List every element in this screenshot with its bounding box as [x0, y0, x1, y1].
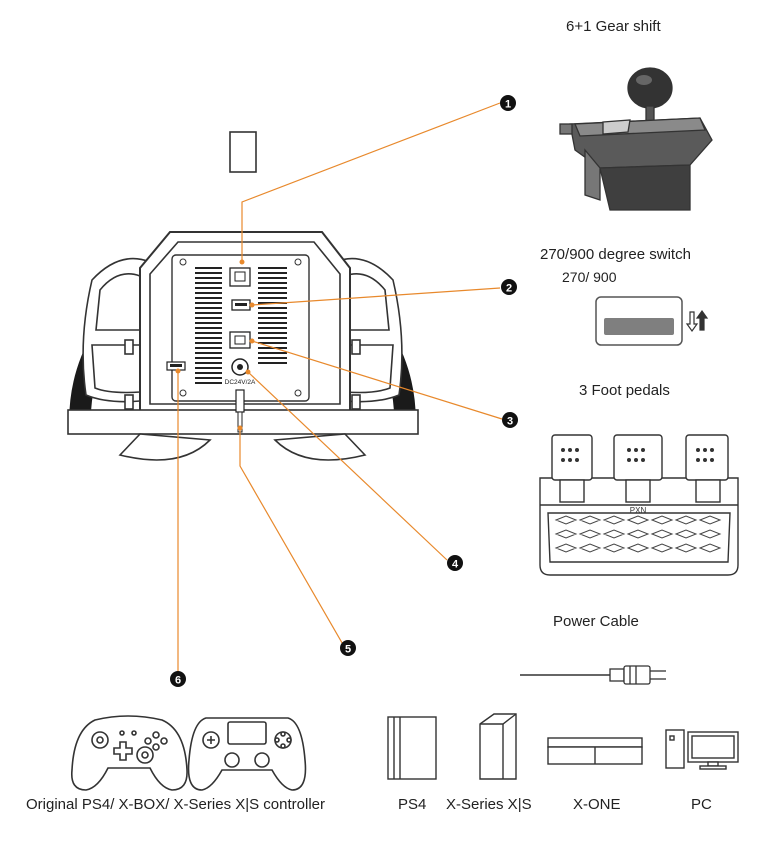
ps4-label: PS4 [398, 796, 427, 813]
svg-text:1: 1 [505, 99, 511, 111]
power-plug-icon [520, 665, 666, 685]
svg-text:6: 6 [175, 675, 181, 687]
pc-monitor-icon [665, 729, 739, 770]
up-down-arrows-icon [685, 309, 709, 333]
callout-5: 5 [340, 640, 356, 656]
ps4-console-icon [387, 716, 437, 780]
svg-text:2: 2 [506, 283, 512, 295]
pedal-set-icon: PXN [539, 434, 739, 576]
leader-4 [247, 371, 448, 561]
svg-text:5: 5 [345, 644, 351, 656]
controllers-label: Original PS4/ X-BOX/ X-Series X|S contro… [26, 796, 326, 813]
wheel-top-notch [229, 131, 257, 173]
svg-text:4: 4 [452, 559, 459, 571]
vent-right [258, 267, 287, 364]
leader-1 [241, 102, 501, 262]
leader-3 [251, 340, 503, 420]
degree-values-label: 270/ 900 [562, 269, 617, 285]
xseries-label: X-Series X|S [446, 796, 532, 813]
svg-text:3: 3 [507, 416, 513, 428]
leader-lines [177, 102, 503, 675]
ps-controller-icon [187, 717, 307, 791]
gear-shift-label: 6+1 Gear shift [566, 18, 661, 35]
dc-label: DC24V/2A [225, 379, 256, 386]
pc-label: PC [691, 796, 712, 813]
wheel-port-panel: DC24V/2A [166, 254, 310, 433]
xone-console-icon [547, 737, 643, 765]
xseries-console-icon [479, 713, 517, 780]
callout-4: 4 [447, 555, 463, 571]
degree-switch-label: 270/900 degree switch [540, 246, 691, 263]
slider-switch-icon [595, 296, 683, 346]
gear-shifter-icon [559, 67, 713, 211]
callout-2: 2 [501, 279, 517, 295]
leader-2 [251, 287, 501, 306]
xbox-controller-icon [70, 715, 188, 791]
callout-3: 3 [502, 412, 518, 428]
callout-1: 1 [500, 95, 516, 111]
power-cable-label: Power Cable [553, 613, 639, 630]
vent-left [195, 267, 222, 384]
xone-label: X-ONE [573, 796, 621, 813]
wheel-bottom-bar [67, 409, 419, 435]
leader-5 [239, 428, 346, 649]
pedals-brand: PXN [630, 506, 647, 515]
callout-6: 6 [170, 671, 186, 687]
foot-pedals-label: 3 Foot pedals [579, 382, 670, 399]
leader-dots [175, 259, 255, 431]
